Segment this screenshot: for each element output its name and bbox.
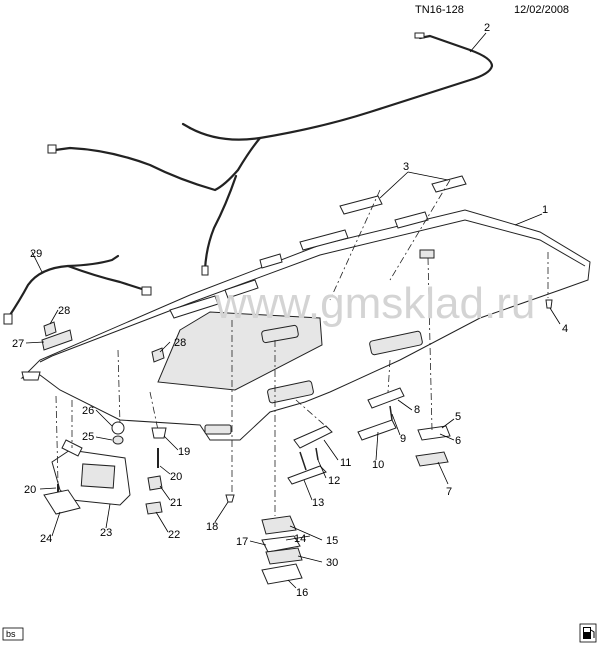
callout-5: 5 [455, 411, 461, 423]
callout-29: 29 [30, 248, 42, 260]
callout-11: 11 [340, 457, 351, 469]
callout-10: 10 [372, 459, 384, 471]
callout-3: 3 [403, 161, 409, 173]
handle-10 [357, 419, 397, 441]
handle-8 [367, 387, 405, 409]
bezel-27 [41, 329, 73, 351]
callout-30: 30 [326, 557, 338, 569]
footer-tag-box [2, 627, 24, 641]
assist-handles-left [287, 425, 333, 485]
bezel-30 [265, 547, 303, 565]
dome-lamp-opening [261, 324, 299, 344]
installation-lines [55, 179, 549, 516]
diagram-date: 12/02/2008 [514, 4, 569, 16]
clip-28 [43, 321, 57, 337]
fastener-18 [225, 494, 235, 503]
callout-28-left: 28 [58, 305, 70, 317]
callout-15: 15 [326, 535, 338, 547]
callout-18: 18 [206, 521, 218, 533]
rear-lamp-opening [369, 330, 423, 356]
retainer-22 [145, 501, 163, 515]
lamp-5 [417, 425, 451, 441]
console-14 [261, 535, 301, 553]
callout-labels: 2 1 3 4 5 6 7 8 9 10 11 12 13 14 15 16 1… [12, 22, 568, 599]
console-15 [261, 515, 297, 535]
roof-wiring-harness [47, 32, 494, 276]
callout-16: 16 [296, 587, 308, 599]
diagram-id: TN16-128 [415, 4, 464, 16]
headliner-panel [20, 209, 591, 441]
harness-connector [201, 265, 209, 276]
harness-connector [414, 32, 425, 39]
callout-20-sunshade: 20 [24, 484, 36, 496]
callout-23: 23 [100, 527, 112, 539]
callout-27: 27 [12, 338, 24, 350]
handle-11 [293, 425, 333, 449]
callout-12: 12 [328, 475, 340, 487]
retainer-21 [147, 475, 163, 491]
footer-tag: bs [6, 629, 16, 639]
fuel-pump-icon [579, 623, 597, 643]
assist-handles-right [357, 387, 405, 441]
lens-7 [415, 451, 449, 467]
callout-1: 1 [542, 204, 548, 216]
watermark: www.gmsklad.ru [214, 279, 535, 328]
callout-26: 26 [82, 405, 94, 417]
callout-13: 13 [312, 497, 324, 509]
handle-13 [287, 465, 327, 485]
callout-9: 9 [400, 433, 406, 445]
clip-opening [419, 249, 435, 259]
callout-17: 17 [236, 536, 248, 548]
callout-7: 7 [446, 486, 452, 498]
callout-19: 19 [178, 446, 190, 458]
grommet-26 [111, 421, 125, 435]
callout-6: 6 [455, 435, 461, 447]
fastener-4 [545, 299, 553, 309]
callout-25: 25 [82, 431, 94, 443]
left-bezel-and-clip [41, 321, 73, 351]
clip-19 [151, 427, 167, 439]
callout-20-console: 20 [170, 471, 182, 483]
callout-8: 8 [414, 404, 420, 416]
sunshade-assembly [43, 439, 131, 515]
sunshade-wiring-harness [3, 254, 152, 325]
harness-connector [47, 144, 57, 154]
headliner-brackets [169, 211, 429, 319]
headliner-retainers [339, 175, 467, 215]
handle-opening [204, 424, 232, 435]
harness-connector [3, 313, 13, 325]
callout-14: 14 [294, 533, 306, 545]
callout-24: 24 [40, 533, 52, 545]
plug-25 [112, 435, 124, 445]
console-opening [267, 380, 314, 404]
harness-connector [141, 286, 152, 296]
callout-leaders [25, 32, 561, 589]
callout-22: 22 [168, 529, 180, 541]
reading-lamp [415, 425, 451, 467]
mirror-cover-24 [43, 489, 81, 515]
callout-28-sunroof: 28 [174, 337, 186, 349]
callout-2: 2 [484, 22, 490, 34]
cover-16 [261, 563, 303, 585]
callout-4: 4 [562, 323, 568, 335]
callout-21: 21 [170, 497, 182, 509]
overhead-console [261, 515, 303, 585]
